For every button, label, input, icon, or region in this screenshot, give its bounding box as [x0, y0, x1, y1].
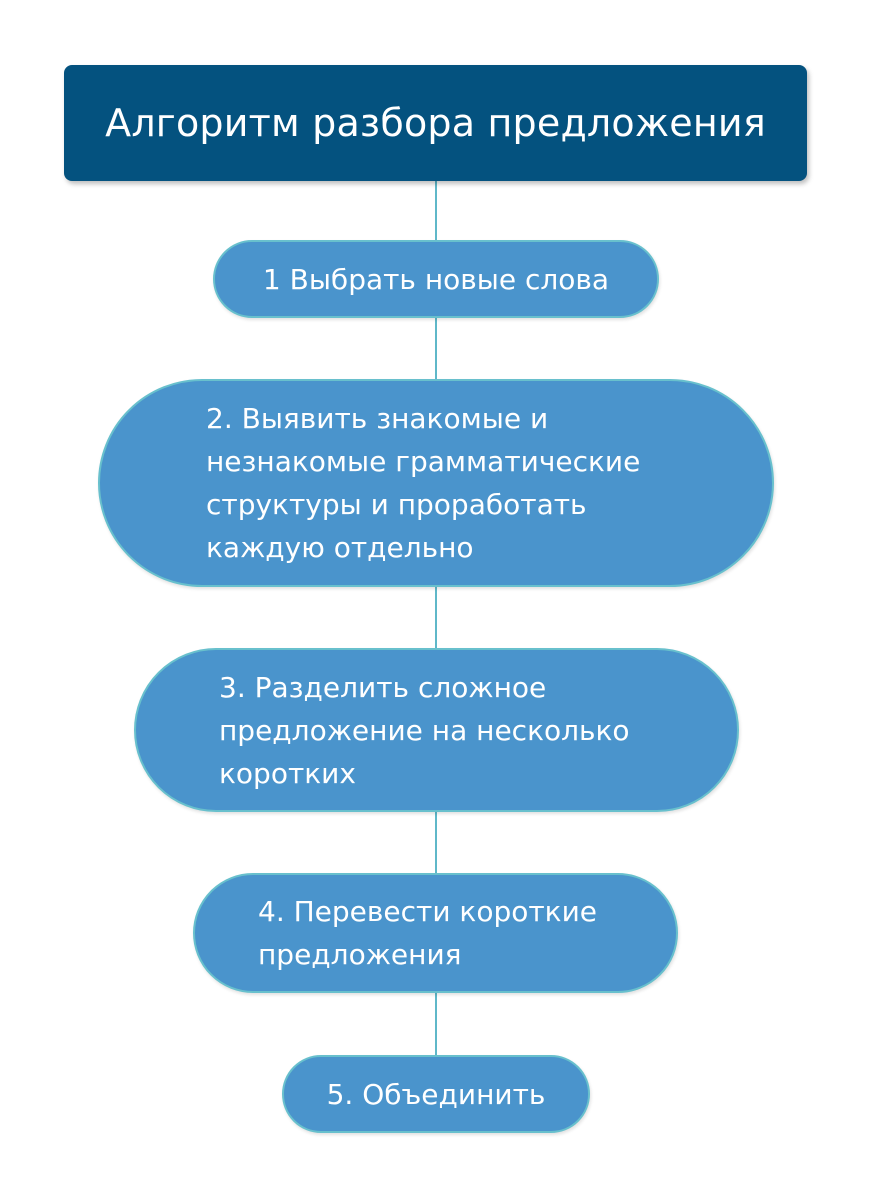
- step-3-label: 3. Разделить сложное предложение на неск…: [219, 670, 630, 790]
- connector-step3-step4: [435, 812, 437, 873]
- diagram-title: Алгоритм разбора предложения: [105, 101, 766, 145]
- step-2-box: 2. Выявить знакомые и незнакомые граммат…: [98, 379, 774, 587]
- connector-step4-step5: [435, 993, 437, 1055]
- step-4-label: 4. Перевести короткие предложения: [258, 895, 598, 971]
- diagram-title-box: Алгоритм разбора предложения: [64, 65, 807, 181]
- step-5-label: 5. Объединить: [326, 1077, 546, 1111]
- step-5-box: 5. Объединить: [282, 1055, 590, 1133]
- step-1-box: 1 Выбрать новые слова: [213, 240, 659, 318]
- connector-step1-step2: [435, 318, 437, 379]
- step-3-box: 3. Разделить сложное предложение на неск…: [134, 648, 739, 812]
- step-2-label: 2. Выявить знакомые и незнакомые граммат…: [206, 402, 641, 564]
- step-1-label: 1 Выбрать новые слова: [262, 262, 610, 296]
- step-4-box: 4. Перевести короткие предложения: [193, 873, 678, 993]
- connector-step2-step3: [435, 587, 437, 648]
- connector-title-step1: [435, 181, 437, 240]
